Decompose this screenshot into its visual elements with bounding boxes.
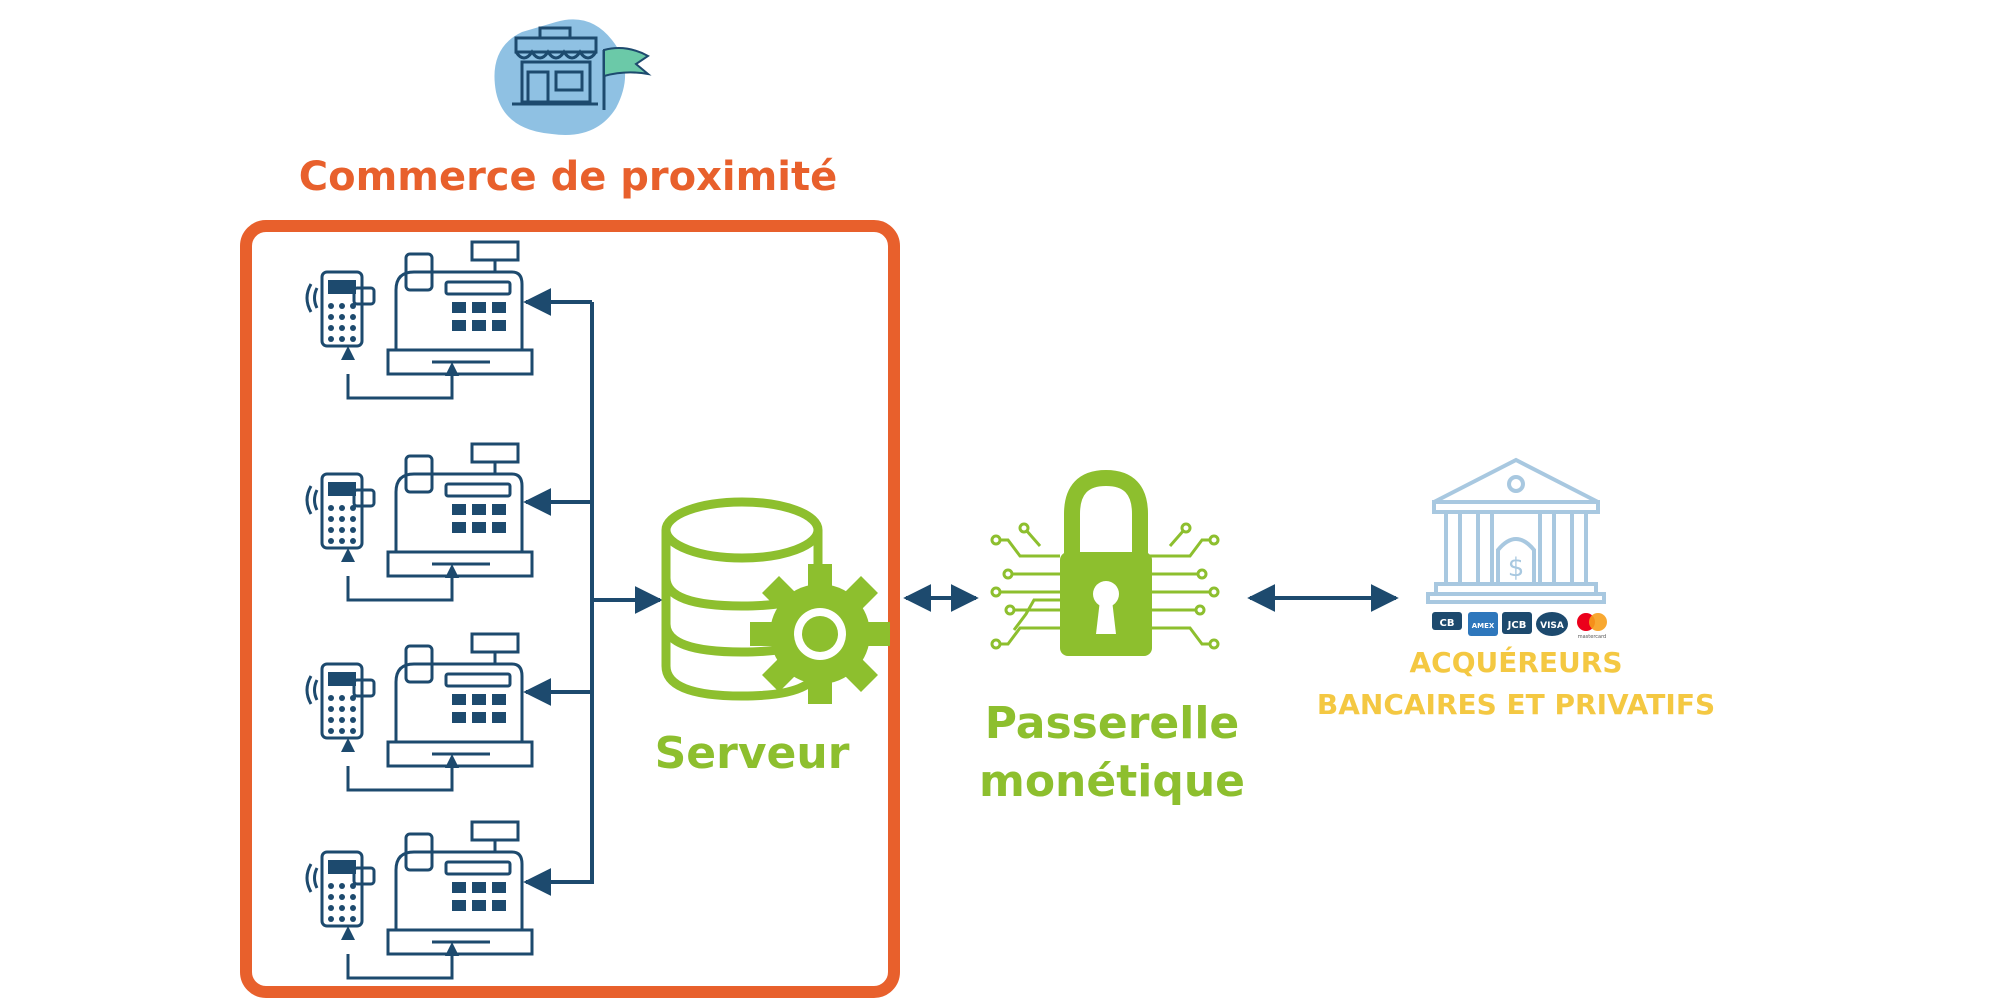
visa-card-icon: VISA	[1536, 612, 1568, 636]
terminal-bus	[523, 288, 663, 896]
terminal-3-icon	[305, 632, 534, 792]
svg-text:AMEX: AMEX	[1472, 622, 1495, 630]
cb-card-icon: CB	[1432, 612, 1462, 630]
dollar-sign-icon: $	[1508, 553, 1525, 583]
mastercard-card-icon: mastercard	[1577, 613, 1607, 640]
svg-text:JCB: JCB	[1507, 620, 1527, 631]
store-boundary-box	[240, 220, 900, 998]
store-title: Commerce de proximité	[299, 154, 838, 200]
store-with-flag-icon	[494, 19, 652, 135]
svg-text:CB: CB	[1440, 618, 1455, 629]
svg-text:mastercard: mastercard	[1578, 634, 1606, 640]
jcb-card-icon: JCB	[1502, 612, 1532, 634]
svg-text:VISA: VISA	[1540, 621, 1564, 631]
server-label: Serveur	[655, 728, 850, 779]
amex-card-icon: AMEX	[1468, 612, 1498, 636]
terminal-1-icon	[305, 240, 534, 400]
terminal-2-icon	[305, 442, 534, 602]
padlock-circuit-icon	[990, 469, 1220, 656]
card-logos: CB AMEX JCB VISA mastercard	[1432, 612, 1607, 640]
acquirers-label-line1: ACQUÉREURS	[1409, 645, 1622, 679]
gateway-label-line2: monétique	[979, 756, 1245, 807]
database-gear-icon	[661, 497, 890, 704]
gateway-label-line1: Passerelle	[985, 698, 1240, 749]
terminal-4-icon	[305, 820, 534, 980]
acquirers-label-line2: BANCAIRES ET PRIVATIFS	[1317, 688, 1715, 721]
bank-icon: $	[1426, 457, 1606, 604]
terminal-group	[305, 240, 534, 980]
